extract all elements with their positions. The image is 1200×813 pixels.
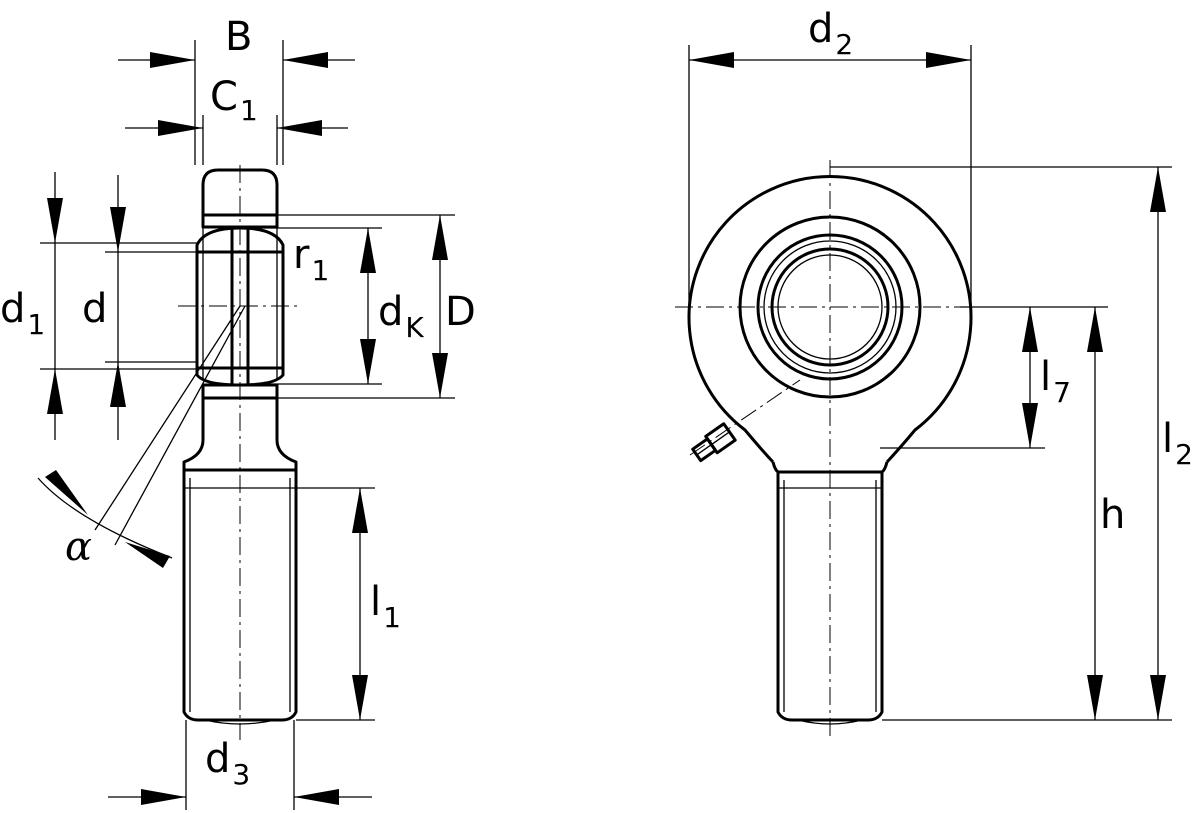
label-l2: l2 xyxy=(1162,416,1193,471)
label-r1: r1 xyxy=(293,232,329,287)
inner-ring-section-top xyxy=(195,226,285,254)
ball-bore-body xyxy=(195,252,285,368)
section-view xyxy=(178,165,300,740)
label-d1: d1 xyxy=(0,286,45,341)
label-C1: C1 xyxy=(210,74,258,127)
label-h: h xyxy=(1100,492,1125,538)
label-B: B xyxy=(225,14,252,60)
label-l1: l1 xyxy=(370,579,401,634)
lube-axis xyxy=(689,379,801,456)
label-dK: dK xyxy=(378,289,424,344)
grease-nipple-icon xyxy=(691,422,737,463)
housing-section-top xyxy=(201,168,279,217)
threaded-shank xyxy=(182,470,298,722)
label-alpha: α xyxy=(65,524,92,570)
label-d2: d2 xyxy=(808,6,853,61)
dimensions-left: B C1 r1 d1 d dK xyxy=(0,14,476,810)
dimensions-right: d2 l2 h l7 xyxy=(688,6,1193,721)
label-l7: l7 xyxy=(1040,354,1071,409)
front-view xyxy=(675,160,985,740)
label-d3: d3 xyxy=(205,736,250,791)
label-d: d xyxy=(82,286,107,332)
label-D: D xyxy=(445,289,476,335)
